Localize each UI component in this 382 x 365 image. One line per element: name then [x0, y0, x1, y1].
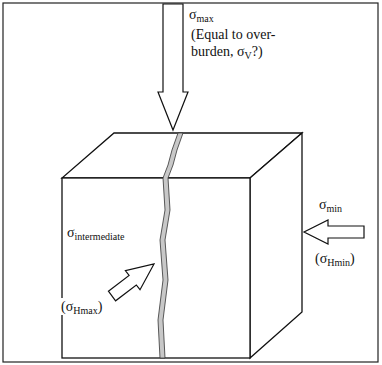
- cube-side-face: [250, 133, 302, 358]
- stress-arrow-vertical: [158, 4, 188, 130]
- figure-frame: [3, 3, 378, 362]
- stress-label: σmax: [188, 6, 215, 23]
- stress-arrow-minimum: [304, 220, 364, 244]
- vertical-fracture: [158, 133, 183, 358]
- cube-front-face: [62, 178, 250, 358]
- stress-arrow-intermediate: [108, 264, 154, 301]
- stress-label: (σHmax): [60, 298, 103, 315]
- stress-label: σmin: [318, 196, 343, 213]
- stress-label: σintermediate: [66, 224, 126, 241]
- stress-label: (σHmin): [314, 250, 356, 267]
- stress-note: (Equal to over-burden, σV?): [190, 26, 294, 60]
